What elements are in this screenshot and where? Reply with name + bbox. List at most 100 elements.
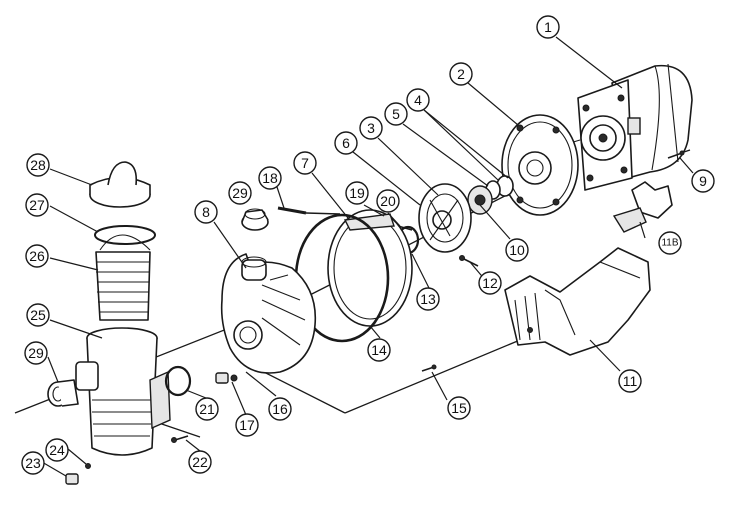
- callout-circle: [235, 413, 259, 437]
- callout-8: 8: [194, 200, 218, 224]
- part-clamp-ring: [327, 209, 413, 327]
- part-screw-15: [421, 364, 437, 372]
- callout-23: 23: [21, 451, 45, 475]
- callout-number: 11: [623, 373, 638, 389]
- callout-number: 8: [202, 204, 210, 220]
- callout-number: 28: [30, 157, 46, 173]
- callout-11: 11: [618, 369, 642, 393]
- callout-circle: [194, 200, 218, 224]
- callout-number: 20: [380, 193, 396, 209]
- callout-14: 14: [367, 338, 391, 362]
- callout-19: 19: [345, 181, 369, 205]
- callout-number: 25: [30, 307, 46, 323]
- callout-number: 6: [342, 135, 350, 151]
- callout-number: 5: [392, 106, 400, 122]
- callout-20: 20: [376, 189, 400, 213]
- callout-number: 29: [28, 345, 44, 361]
- part-union-upper: [241, 208, 269, 231]
- part-screw-9: [667, 150, 685, 159]
- callout-circle: [26, 153, 50, 177]
- part-motor: [559, 63, 693, 191]
- part-foot-11b: [612, 181, 673, 233]
- part-strainer-housing: [75, 327, 171, 456]
- callout-9: 9: [691, 169, 715, 193]
- callout-number: 24: [49, 442, 65, 458]
- callout-circle: [449, 62, 473, 86]
- part-drain-plug-23-24: [65, 463, 91, 485]
- callout-circle: [26, 303, 50, 327]
- callout-circle: [24, 341, 48, 365]
- callout-3: 3: [359, 116, 383, 140]
- callout-circle: [334, 131, 358, 155]
- callout-number: 9: [699, 173, 707, 189]
- callout-number: 3: [367, 120, 375, 136]
- part-basket: [95, 234, 151, 321]
- callout-circle: [384, 102, 408, 126]
- callout-6: 6: [334, 131, 358, 155]
- callout-number: 29: [232, 185, 248, 201]
- callout-number: 15: [451, 400, 467, 416]
- callout-circle: [536, 15, 560, 39]
- part-screw-12: [459, 255, 479, 267]
- callout-number: 13: [420, 291, 436, 307]
- callout-28: 28: [26, 153, 50, 177]
- part-union-lower: [47, 379, 79, 407]
- callout-number: 19: [349, 185, 365, 201]
- callout-7: 7: [293, 151, 317, 175]
- part-drain-plug: [215, 372, 238, 384]
- callout-circle: [658, 231, 682, 255]
- part-base: [504, 247, 651, 356]
- callout-27: 27: [25, 193, 49, 217]
- callout-number: 12: [482, 275, 498, 291]
- callout-13: 13: [416, 287, 440, 311]
- callout-circle: [345, 181, 369, 205]
- callout-circle: [21, 451, 45, 475]
- callout-circle: [293, 151, 317, 175]
- callout-circle: [416, 287, 440, 311]
- callout-17: 17: [235, 413, 259, 437]
- part-rod-18: [277, 206, 341, 215]
- callout-circle: [376, 189, 400, 213]
- callout-number: 11B: [661, 238, 678, 249]
- callout-circle: [258, 166, 282, 190]
- callout-29a: 29: [228, 181, 252, 205]
- callout-18: 18: [258, 166, 282, 190]
- callout-11B: 11B: [658, 231, 682, 255]
- callout-number: 17: [239, 417, 255, 433]
- callout-circle: [25, 193, 49, 217]
- callout-number: 1: [544, 19, 552, 35]
- part-oring-21: [164, 365, 192, 397]
- callout-10: 10: [505, 238, 529, 262]
- callout-number: 21: [199, 401, 215, 417]
- callout-circle: [228, 181, 252, 205]
- callout-4: 4: [406, 88, 430, 112]
- callout-circle: [618, 369, 642, 393]
- callout-circle: [505, 238, 529, 262]
- callout-number: 16: [272, 401, 288, 417]
- part-diffuser: [418, 183, 472, 253]
- callout-number: 26: [29, 248, 45, 264]
- part-impeller-stack: [467, 175, 514, 215]
- part-screw-22: [171, 435, 189, 443]
- callout-circle: [195, 397, 219, 421]
- callout-number: 4: [414, 92, 422, 108]
- callout-25: 25: [26, 303, 50, 327]
- callout-circle: [25, 244, 49, 268]
- callout-circle: [45, 438, 69, 462]
- callout-circle: [268, 397, 292, 421]
- callout-number: 23: [25, 455, 41, 471]
- callout-circle: [188, 450, 212, 474]
- callout-number: 7: [301, 155, 309, 171]
- callout-1: 1: [536, 15, 560, 39]
- callout-2: 2: [449, 62, 473, 86]
- callout-26: 26: [25, 244, 49, 268]
- callout-circle: [367, 338, 391, 362]
- callout-circle: [359, 116, 383, 140]
- part-lid: [89, 161, 151, 208]
- callout-5: 5: [384, 102, 408, 126]
- callout-circle: [447, 396, 471, 420]
- callout-number: 18: [262, 170, 278, 186]
- part-seal-plate: [501, 114, 579, 216]
